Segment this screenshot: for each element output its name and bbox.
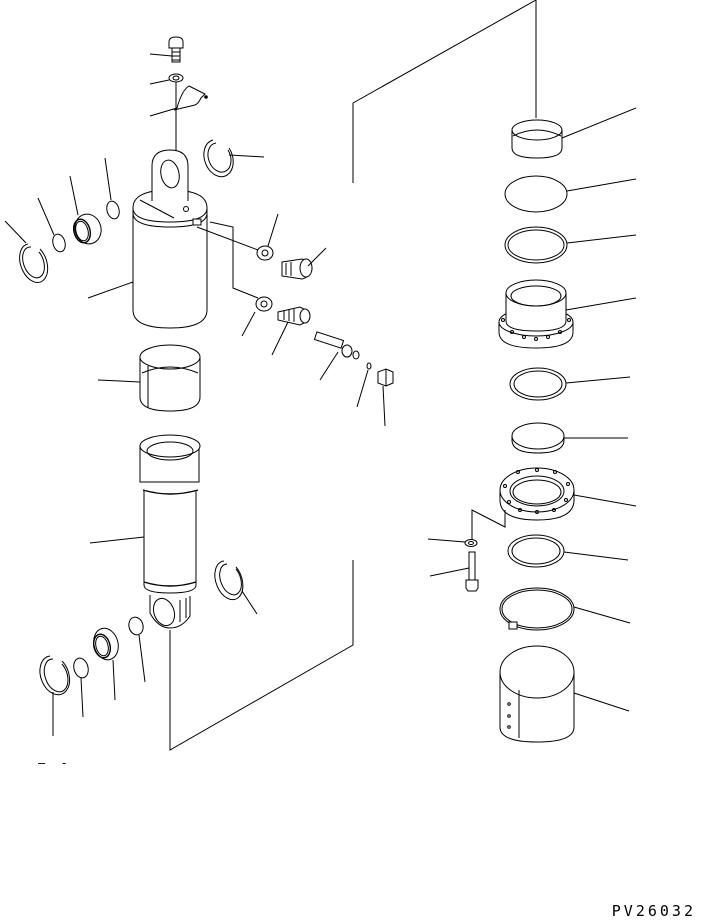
o-ring-small xyxy=(104,157,120,220)
dust-seal xyxy=(507,534,629,568)
flange-bolt-holes xyxy=(501,318,571,341)
drawing-code-label: PV26032 xyxy=(611,902,696,920)
valve-washer xyxy=(209,221,273,337)
o-ring-lower-left xyxy=(73,657,89,718)
band-clamp xyxy=(499,587,631,631)
wear-ring xyxy=(509,367,631,401)
bearing-upper xyxy=(69,175,102,245)
top-washer xyxy=(149,73,184,85)
valve-core xyxy=(313,331,360,381)
top-bushing xyxy=(511,107,637,159)
o-ring-left xyxy=(37,197,66,253)
retainer-flange xyxy=(471,467,637,540)
snap-ring-lower xyxy=(39,655,71,736)
piston-rod xyxy=(89,434,201,629)
top-bolt xyxy=(149,36,184,63)
o-ring-right xyxy=(504,175,637,213)
retainer-washer xyxy=(427,538,478,547)
bushing-sleeve xyxy=(97,344,201,412)
snap-ring-left xyxy=(4,220,49,283)
seal-ring xyxy=(511,422,628,454)
retainer-bolt xyxy=(429,551,479,592)
retainer-bolt-holes xyxy=(503,468,570,514)
plug xyxy=(281,247,327,280)
bearing-lower xyxy=(92,627,119,701)
backup-ring xyxy=(504,226,637,264)
snap-ring-upper xyxy=(203,139,265,178)
snap-ring-rod xyxy=(214,560,258,615)
corner-mark: – - xyxy=(38,756,72,770)
cylinder-body xyxy=(87,149,208,329)
assembly-guide-lines xyxy=(169,0,537,751)
boot-cover xyxy=(499,645,630,743)
valve-body xyxy=(271,306,311,356)
ball xyxy=(356,362,372,408)
cap xyxy=(377,368,394,427)
flange-bushing xyxy=(498,279,637,349)
o-ring-lower-right xyxy=(128,616,146,683)
plug-washer xyxy=(196,213,279,261)
